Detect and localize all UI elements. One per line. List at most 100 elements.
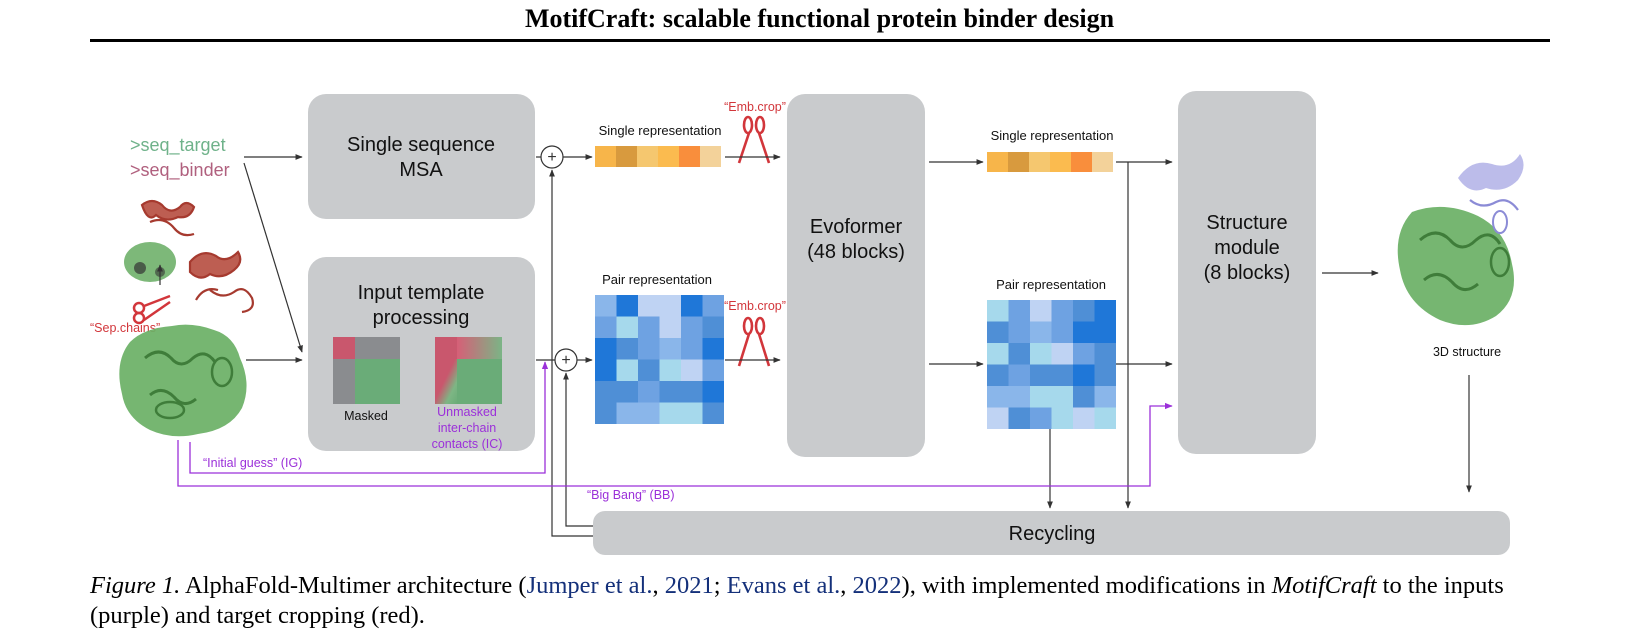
pair-rep-cell <box>1008 386 1030 408</box>
caption-sep-1: , <box>652 572 665 599</box>
evoformer-output-arrows <box>929 159 984 367</box>
pair-rep-cell <box>1030 300 1052 322</box>
recycling-box <box>593 511 1510 555</box>
caption-text-2: ), with implemented modifications in <box>901 572 1272 599</box>
pair-rep-cell <box>987 364 1009 386</box>
target-protein-illustration <box>119 324 247 437</box>
pair-rep-cell <box>1030 343 1052 365</box>
architecture-figure: >seq_target >seq_binder “Sep.chains” <box>90 91 1524 555</box>
pair-rep-cell <box>1030 407 1052 429</box>
pair-rep-cell <box>616 381 638 403</box>
caption-prefix: Figure 1. <box>90 572 181 599</box>
single-rep-cell <box>1092 152 1113 172</box>
pair-rep-cell <box>702 359 724 381</box>
pair-rep-cell <box>681 359 703 381</box>
pair-rep-cell <box>681 295 703 317</box>
emb-crop-2-label: “Emb.crop” <box>724 299 786 313</box>
caption-semicolon: ; <box>713 572 727 599</box>
pair-rep-cell <box>659 295 681 317</box>
binder-protein-illustration <box>140 199 254 314</box>
pair-rep-cell <box>987 386 1009 408</box>
single-rep-cell <box>595 146 616 167</box>
single-rep-cell <box>1008 152 1029 172</box>
recycling-label: Recycling <box>1009 523 1096 545</box>
pair-rep-cell <box>659 359 681 381</box>
pair-rep-cell <box>1030 386 1052 408</box>
pair-rep-cell <box>1008 343 1030 365</box>
initial-guess-and-big-bang-lines <box>177 361 1173 487</box>
pair-rep-cell <box>659 316 681 338</box>
pair-rep-cell <box>681 381 703 403</box>
citation-jumper-author[interactable]: Jumper et al. <box>526 572 653 599</box>
pair-rep-cell <box>638 338 660 360</box>
single-rep-cell <box>1029 152 1050 172</box>
pair-rep-cell <box>1073 300 1095 322</box>
pair-rep-cell <box>987 300 1009 322</box>
single-rep-cell <box>1050 152 1071 172</box>
pair-rep-cell <box>681 402 703 424</box>
pair-rep-cell <box>1094 343 1116 365</box>
pair-rep-cell <box>987 343 1009 365</box>
emb-crop-1-label: “Emb.crop” <box>724 100 786 114</box>
plus-symbol-pair: + <box>561 352 570 369</box>
pair-rep-cell <box>638 381 660 403</box>
msa-box-line2: MSA <box>399 159 443 181</box>
pair-rep-cell <box>616 295 638 317</box>
recycling-feedback-lines <box>549 162 1472 537</box>
pair-rep-cell <box>1051 343 1073 365</box>
pair-rep-cell <box>987 407 1009 429</box>
single-rep-2-label: Single representation <box>991 128 1114 143</box>
single-rep-1-bar <box>595 146 721 167</box>
page-header-title: MotifCraft: scalable functional protein … <box>524 4 1115 33</box>
plus-connectors <box>536 154 593 363</box>
seq-target-label: >seq_target <box>130 135 226 156</box>
citation-jumper-year[interactable]: 2021 <box>664 572 714 599</box>
single-rep-2-bar <box>987 152 1113 172</box>
plus-node-pair: + <box>554 348 578 372</box>
pair-rep-2-grid <box>987 300 1116 429</box>
pair-rep-cell <box>616 338 638 360</box>
pair-rep-cell <box>681 338 703 360</box>
caption-motifcraft: MotifCraft <box>1271 572 1377 599</box>
pair-rep-cell <box>616 402 638 424</box>
pair-rep-cell <box>1030 364 1052 386</box>
pair-rep-cell <box>1008 364 1030 386</box>
pair-rep-cell <box>1094 300 1116 322</box>
single-rep-cell <box>1071 152 1092 172</box>
pair-rep-cell <box>1008 321 1030 343</box>
single-rep-1-label: Single representation <box>599 123 722 138</box>
masked-matrix-icon <box>333 337 400 404</box>
pair-rep-cell <box>1051 386 1073 408</box>
pair-rep-cell <box>702 295 724 317</box>
pair-rep-cell <box>1073 407 1095 429</box>
pair-rep-cell <box>1094 321 1116 343</box>
caption-sep-2: , <box>840 572 853 599</box>
pair-rep-1-grid <box>595 295 724 424</box>
pair-rep-cell <box>1073 343 1095 365</box>
pair-rep-1-label: Pair representation <box>602 272 712 287</box>
unmasked-label-1: Unmasked <box>437 405 497 419</box>
initial-guess-label: “Initial guess” (IG) <box>203 456 302 470</box>
caption-text-3: to the inputs (purple) and target croppi… <box>90 572 1504 629</box>
pair-rep-2-label: Pair representation <box>996 277 1106 292</box>
pair-rep-cell <box>1073 386 1095 408</box>
structure-input-arrows <box>1116 159 1173 367</box>
evoformer-line2: (48 blocks) <box>807 241 905 263</box>
pair-rep-cell <box>638 316 660 338</box>
pair-rep-cell <box>595 381 617 403</box>
single-rep-cell <box>658 146 679 167</box>
figure-caption: Figure 1. AlphaFold-Multimer architectur… <box>90 571 1555 631</box>
pair-rep-cell <box>595 295 617 317</box>
plus-node-single: + <box>540 145 564 169</box>
big-bang-label: “Big Bang” (BB) <box>587 488 675 502</box>
pair-rep-cell <box>702 316 724 338</box>
pair-rep-cell <box>1051 321 1073 343</box>
caption-text-1: AlphaFold-Multimer architecture ( <box>180 572 527 599</box>
pair-rep-cell <box>638 359 660 381</box>
citation-evans-year[interactable]: 2022 <box>852 572 902 599</box>
msa-box-line1: Single sequence <box>347 134 495 156</box>
pair-rep-cell <box>1051 300 1073 322</box>
citation-evans-author[interactable]: Evans et al. <box>726 572 841 599</box>
emb-crop-1-scissors-icon <box>737 115 771 164</box>
single-rep-cell <box>700 146 721 167</box>
